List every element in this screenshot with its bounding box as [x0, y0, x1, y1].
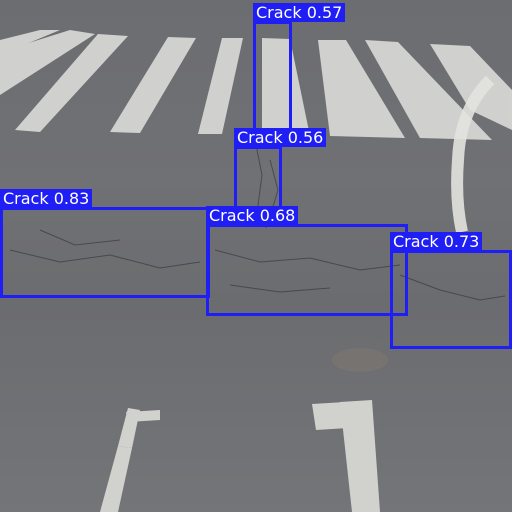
- detection-label: Crack 0.73: [390, 232, 483, 251]
- road-arrow-markings: [100, 400, 380, 512]
- crack-lines: [9, 139, 506, 301]
- crack-detection-box: Crack 0.57: [253, 3, 346, 131]
- crack-detection-box: Crack 0.68: [206, 206, 408, 316]
- detection-label: Crack 0.57: [253, 3, 346, 22]
- detection-label: Crack 0.83: [0, 189, 93, 208]
- crack-detection-box: Crack 0.56: [234, 128, 327, 226]
- detection-label: Crack 0.56: [234, 128, 327, 147]
- crosswalk-stripes: [0, 30, 512, 140]
- crack-detection-box: Crack 0.83: [0, 189, 210, 298]
- detection-label: Crack 0.68: [206, 206, 299, 225]
- crack-detection-box: Crack 0.73: [390, 232, 512, 349]
